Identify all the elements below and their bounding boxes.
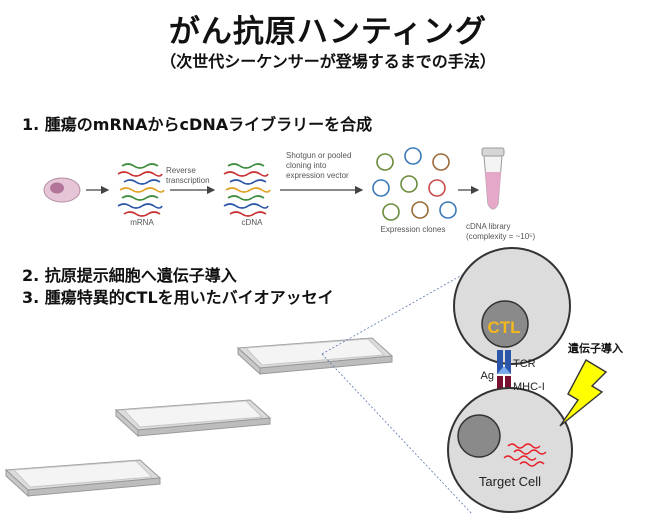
page-title: がん抗原ハンティング	[168, 14, 488, 50]
well-plate-3	[4, 459, 162, 498]
tcr-receptor	[497, 350, 511, 374]
page-subtitle: （次世代シーケンサーが登場するまでの手法）	[160, 52, 496, 71]
tube-icon	[481, 147, 505, 210]
cloning-label: Shotgun or pooled cloning into expressio…	[286, 151, 352, 180]
ctl-label: CTL	[487, 318, 520, 337]
mrna-strands-icon	[117, 163, 165, 217]
expression-clones-label: Expression clones	[380, 225, 446, 234]
ag-label: Ag	[481, 370, 494, 382]
tumor-cell-icon	[43, 177, 81, 203]
step-1-text: 1. 腫瘍のmRNAからcDNAライブラリーを合成	[22, 115, 373, 134]
step-3-text: 3. 腫瘍特異的CTLを用いたバイオアッセイ	[22, 288, 334, 307]
target-cell-label: Target Cell	[479, 474, 541, 489]
well-plate-2	[114, 399, 272, 438]
mrna-label: mRNA	[130, 218, 154, 227]
mhc-label: MHC-I	[513, 381, 545, 393]
tcr-label: TCR	[513, 358, 536, 370]
library-label: cDNA library (complexity = ~10⁵)	[466, 222, 536, 241]
expression-clones-icon	[372, 147, 457, 221]
step-2-text: 2. 抗原提示細胞へ遺伝子導入	[22, 266, 237, 285]
target-cell	[447, 387, 573, 513]
gene-transfer-label: 遺伝子導入	[567, 341, 623, 355]
zoom-line-top	[321, 265, 479, 355]
reverse-transcription-label: Reverse transcription	[166, 166, 210, 185]
well-plate-1	[236, 337, 394, 376]
mhc-molecule	[497, 376, 511, 394]
lightning-bolt-icon	[559, 359, 608, 427]
zoom-line-bottom	[321, 353, 473, 515]
ctl-cell	[453, 247, 571, 365]
cdna-strands-icon	[223, 163, 271, 217]
cdna-label: cDNA	[241, 218, 263, 227]
gene-squiggles	[503, 443, 547, 467]
